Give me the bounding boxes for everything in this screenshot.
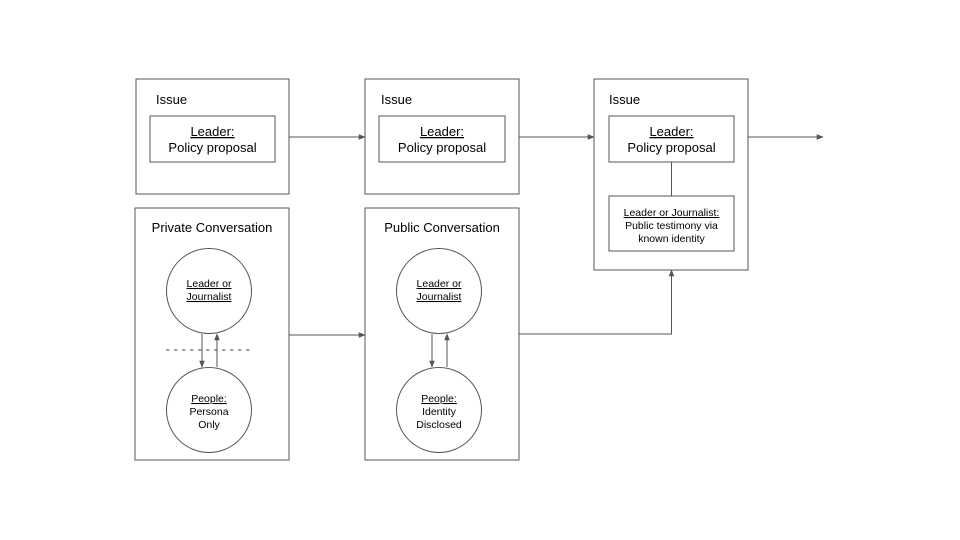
issue-box-1-proposal-text: Policy proposal [168, 140, 256, 155]
issue-box-2-title: Issue [381, 92, 412, 107]
private-leader-circle: Leader or Journalist [166, 248, 252, 334]
issue-box-3-proposal-text: Policy proposal [627, 140, 715, 155]
issue-box-3-proposal: Leader: Policy proposal [608, 115, 735, 163]
issue-box-2-proposal: Leader: Policy proposal [378, 115, 506, 163]
public-people-line-2: Disclosed [416, 419, 462, 431]
testimony-line-2: known identity [638, 233, 705, 245]
public-leader-line-1: Leader or [417, 278, 462, 290]
public-leader-line-2: Journalist [417, 291, 462, 303]
private-leader-line-2: Journalist [187, 291, 232, 303]
private-leader-line-1: Leader or [187, 278, 232, 290]
public-leader-circle: Leader or Journalist [396, 248, 482, 334]
issue-box-1: Issue Leader: Policy proposal [135, 78, 290, 195]
issue-box-2: Issue Leader: Policy proposal [364, 78, 520, 195]
public-people-circle-shape [396, 367, 482, 453]
private-conversation-title: Private Conversation [152, 220, 273, 235]
issue-box-1-leader-label: Leader: [190, 124, 234, 139]
issue-box-2-proposal-frame [378, 115, 506, 163]
issue-box-3: Issue Leader: Policy proposal Leader or … [593, 78, 749, 271]
private-people-line-2: Only [198, 419, 220, 431]
issue-box-1-proposal-frame [149, 115, 276, 163]
public-conversation-title: Public Conversation [384, 220, 500, 235]
private-people-line-1: Persona [189, 406, 228, 418]
public-people-line-1: Identity [422, 406, 457, 418]
issue-box-1-title: Issue [156, 92, 187, 107]
public-people-circle: People: Identity Disclosed [396, 367, 482, 453]
private-people-circle: People: Persona Only [166, 367, 252, 453]
private-leader-circle-shape [166, 248, 252, 334]
testimony-box-frame [608, 195, 735, 252]
issue-box-3-leader-label: Leader: [649, 124, 693, 139]
issue-box-3-title: Issue [609, 92, 640, 107]
public-to-issue-3-arrow [519, 269, 675, 335]
issue-box-1-proposal: Leader: Policy proposal [149, 115, 276, 163]
private-people-circle-shape [166, 367, 252, 453]
private-conversation-box: Private Conversation Leader or Journalis… [134, 207, 290, 461]
issue-box-2-proposal-text: Policy proposal [398, 140, 486, 155]
public-people-label: People: [421, 393, 457, 405]
testimony-box: Leader or Journalist: Public testimony v… [608, 195, 735, 252]
issue-box-2-leader-label: Leader: [420, 124, 464, 139]
testimony-line-1: Public testimony via [625, 220, 718, 232]
public-leader-circle-shape [396, 248, 482, 334]
public-conversation-box: Public Conversation Leader or Journalist… [364, 207, 520, 461]
testimony-label: Leader or Journalist: [624, 207, 720, 219]
private-people-label: People: [191, 393, 227, 405]
issue-box-3-proposal-frame [608, 115, 735, 163]
